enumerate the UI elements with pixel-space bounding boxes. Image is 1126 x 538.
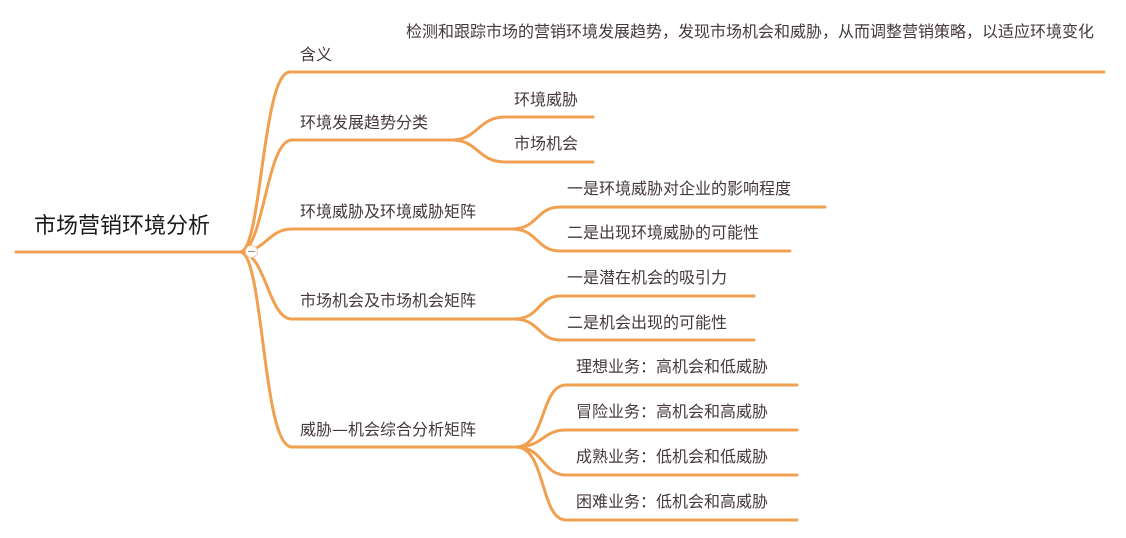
topic-threat-matrix[interactable]: 环境威胁及环境威胁矩阵	[300, 202, 477, 221]
root-topic[interactable]: 市场营销环境分析	[34, 214, 211, 239]
subtopic-opportunity-probability[interactable]: 二是机会出现的可能性	[567, 313, 728, 332]
subtopic-environment-threat[interactable]: 环境威胁	[514, 90, 579, 109]
subtopic-mature-business[interactable]: 成熟业务：低机会和低威胁	[576, 447, 769, 466]
subtopic-opportunity-attractiveness[interactable]: 一是潜在机会的吸引力	[567, 268, 728, 287]
subtopic-market-opportunity[interactable]: 市场机会	[514, 134, 579, 153]
topic-meaning-definition[interactable]: 检测和跟踪市场的营销环境发展趋势，发现市场机会和威胁，从而调整营销策略，以适应环…	[406, 22, 1095, 41]
subtopic-risky-business[interactable]: 冒险业务：高机会和高威胁	[576, 402, 769, 421]
connector-branch-0	[238, 70, 292, 254]
topic-threat-opportunity-matrix[interactable]: 威胁—机会综合分析矩阵	[300, 420, 477, 439]
connector-branch-1	[238, 138, 294, 254]
subtopic-threat-probability[interactable]: 二是出现环境威胁的可能性	[567, 223, 760, 242]
connector-branch-4	[238, 250, 294, 449]
topic-trend-classification[interactable]: 环境发展趋势分类	[300, 113, 429, 132]
minus-circle-icon[interactable]	[245, 245, 258, 258]
subtopic-ideal-business[interactable]: 理想业务：高机会和低威胁	[576, 357, 769, 376]
subtopic-troubled-business[interactable]: 困难业务：低机会和高威胁	[576, 492, 769, 511]
topic-opportunity-matrix[interactable]: 市场机会及市场机会矩阵	[300, 291, 477, 310]
topic-meaning[interactable]: 含义	[300, 45, 333, 64]
subtopic-threat-impact[interactable]: 一是环境威胁对企业的影响程度	[567, 179, 792, 198]
